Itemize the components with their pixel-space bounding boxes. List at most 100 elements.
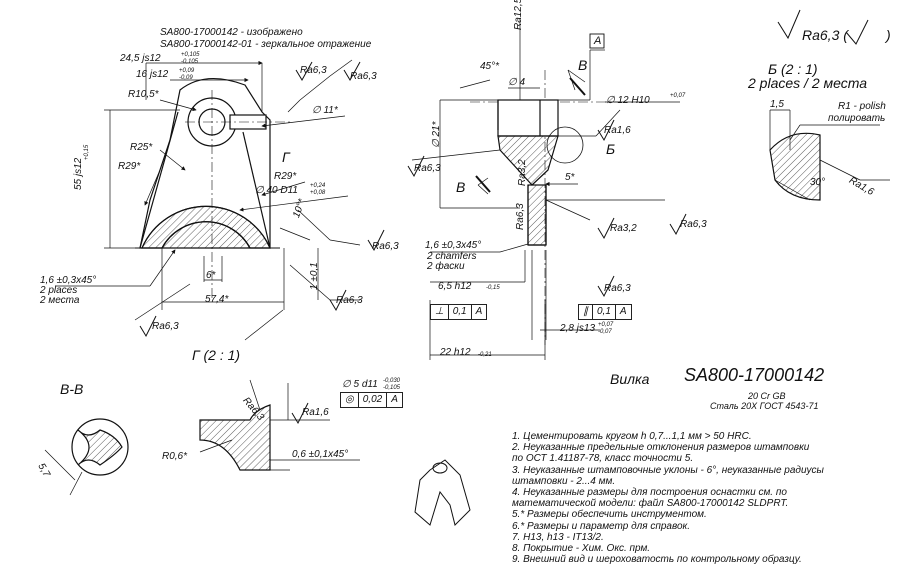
dim-chamfer-side: 1,6 ±0,3x45° — [425, 240, 482, 251]
dim-d40: ∅ 40 D11 — [255, 185, 298, 196]
dim-2-8-tol-upper: +0,07 — [598, 322, 614, 328]
dim-6: 6* — [206, 270, 216, 281]
label-b: Б — [606, 141, 616, 157]
dim-d5-tol-upper: -0,030 — [383, 378, 401, 384]
note-line: математической модели: файл SA800-170001… — [512, 498, 789, 510]
dim-16: 16 js12 — [136, 69, 169, 80]
dim-d4: ∅ 4 — [508, 77, 526, 88]
dim-24-5-tol-upper: +0,105 — [181, 52, 200, 58]
part-code: SA800-17000142 — [684, 365, 825, 385]
dim-angle-45: 45°* — [480, 61, 500, 72]
detail-b-view — [769, 109, 890, 201]
rough-ra63-side-low: Ra6,3 — [604, 283, 631, 294]
dim-d12: ∅ 12 H10 — [606, 95, 650, 106]
technical-notes: 1. Цементировать кругом h 0,7...1,1 мм >… — [512, 431, 907, 565]
dim-6-5: 6,5 h12 — [438, 281, 472, 292]
rough-ra63-far: Ra6,3 — [680, 219, 707, 230]
dim-chamfer-front: 1,6 ±0,3x45° — [40, 275, 97, 286]
section-arrow-v — [475, 77, 586, 193]
dim-r10-5: R10,5* — [128, 89, 159, 100]
dim-r1-polish: R1 - polish — [838, 101, 886, 112]
note-line: 8. Покрытие - Хим. Окс. прм. — [512, 543, 651, 555]
dim-d40-tol-lower: +0,08 — [310, 190, 326, 196]
rough-ra63-a: Ra6,3 — [300, 65, 327, 76]
note-line: 1. Цементировать кругом h 0,7...1,1 мм >… — [512, 431, 752, 442]
rough-ra16-detail-g: Ra1,6 — [302, 407, 329, 418]
dim-22: 22 h12 — [440, 347, 471, 358]
dim-2-8-tol-lower: -0,07 — [598, 329, 612, 335]
section-v-view — [44, 418, 129, 496]
detail-b-places: 2 places / 2 места — [748, 75, 868, 91]
label-g: Г — [282, 149, 290, 165]
dim-24-5-tol-lower: -0,105 — [181, 59, 199, 65]
rough-ra63-e: Ra6,3 — [152, 321, 179, 332]
dim-16-tol-lower: -0,09 — [179, 75, 193, 81]
note-line: штамповки - 2...4 мм. — [512, 475, 616, 487]
general-roughness: Ra6,3 ( — [802, 27, 848, 43]
dim-chamfer-side-en: 2 chamfers — [427, 251, 477, 262]
note-line: по ОСТ 1.41187-78, класс точности 5. — [512, 453, 694, 465]
detail-g-title: Г (2 : 1) — [192, 347, 241, 363]
note-line: 2. Неуказанные предельные отклонения раз… — [512, 442, 810, 454]
fork-side-view — [497, 99, 584, 246]
general-roughness-close: ) — [886, 27, 891, 43]
dim-r0-6: R0,6* — [162, 451, 188, 462]
roughness-symbols — [139, 9, 869, 425]
rough-ra63-side: Ra6,3 — [414, 163, 441, 174]
dim-6-5-tol: -0,15 — [486, 285, 500, 291]
note-line: 9. Внешний вид и шероховатость по контро… — [512, 554, 802, 566]
dim-d40-tol-upper: +0,24 — [310, 183, 326, 189]
detail-b-title: Б (2 : 1) — [768, 61, 818, 77]
rough-ra63-b: Ra6,3 — [350, 71, 377, 82]
dim-r29-left: R29* — [118, 161, 141, 172]
note-line: 3. Неуказанные штамповочные уклоны - 6°,… — [512, 464, 824, 476]
rough-ra12-5: Ra12,5 — [513, 0, 524, 30]
material-1: 20 Cr GB — [748, 391, 786, 401]
dim-r25: R25* — [130, 142, 153, 153]
material-2: Сталь 20Х ГОСТ 4543-71 — [710, 401, 819, 411]
note-line: 6.* Размеры и параметр для справок. — [512, 520, 691, 532]
dim-d5-tol-lower: -0,105 — [383, 385, 401, 391]
dim-57-4: 57,4* — [205, 294, 229, 305]
dimension-lines-side — [411, 18, 680, 360]
dim-16-tol-upper: +0,09 — [179, 68, 195, 74]
note-line: 5.* Размеры обеспечить инструментом. — [512, 509, 707, 521]
dim-d21: ∅ 21* — [431, 121, 442, 148]
dim-22-tol: -0,21 — [478, 352, 492, 358]
dim-chamfer-places: 2 places — [40, 285, 78, 296]
rough-ra32-side: Ra3,2 — [610, 223, 637, 234]
rough-ra63-d: Ra6,3 — [336, 295, 363, 306]
part-name: Вилка — [610, 371, 650, 387]
dim-1-5: 1,5 — [770, 99, 784, 110]
dim-1: 1 ±0,1 — [309, 262, 320, 290]
note-line: 7. H13, h13 - IT13/2. — [512, 531, 604, 543]
label-v-top: В — [578, 57, 588, 73]
dim-55: 55 js12 — [73, 157, 84, 190]
fork-front-view — [135, 77, 280, 249]
rough-ra63-vert: Ra6,3 — [515, 203, 526, 230]
dim-chamfer-mesta: 2 места — [40, 295, 80, 306]
dim-chamfer-side-ru: 2 фаски — [427, 261, 465, 272]
dimension-lines-front — [55, 59, 361, 341]
dim-d5-d11: ∅ 5 d11 — [342, 379, 378, 390]
label-v-bottom: В — [456, 179, 466, 195]
rough-ra32-vert: Ra3,2 — [517, 159, 528, 186]
dim-d12-tol: +0,07 — [670, 93, 686, 99]
dim-2-8: 2,8 js13 — [560, 323, 596, 334]
header-line-2: SA800-17000142-01 - зеркальное отражение — [160, 39, 372, 50]
rough-ra16-side: Ra1,6 — [604, 125, 631, 136]
dim-angle-30: 30° — [810, 177, 826, 188]
dim-d11: ∅ 11* — [312, 105, 338, 116]
note-line: 4. Неуказанные размеры для построения ос… — [512, 487, 787, 499]
fork-3d-sketch — [414, 459, 471, 526]
dim-r1-ru: полировать — [828, 113, 886, 124]
dim-5: 5* — [565, 172, 575, 183]
dim-r29-right: R29* — [274, 171, 297, 182]
header-line-1: SA800-17000142 - изображено — [160, 27, 303, 38]
dim-0-6: 0,6 ±0,1x45° — [292, 449, 349, 460]
datum-a-box — [589, 33, 605, 49]
